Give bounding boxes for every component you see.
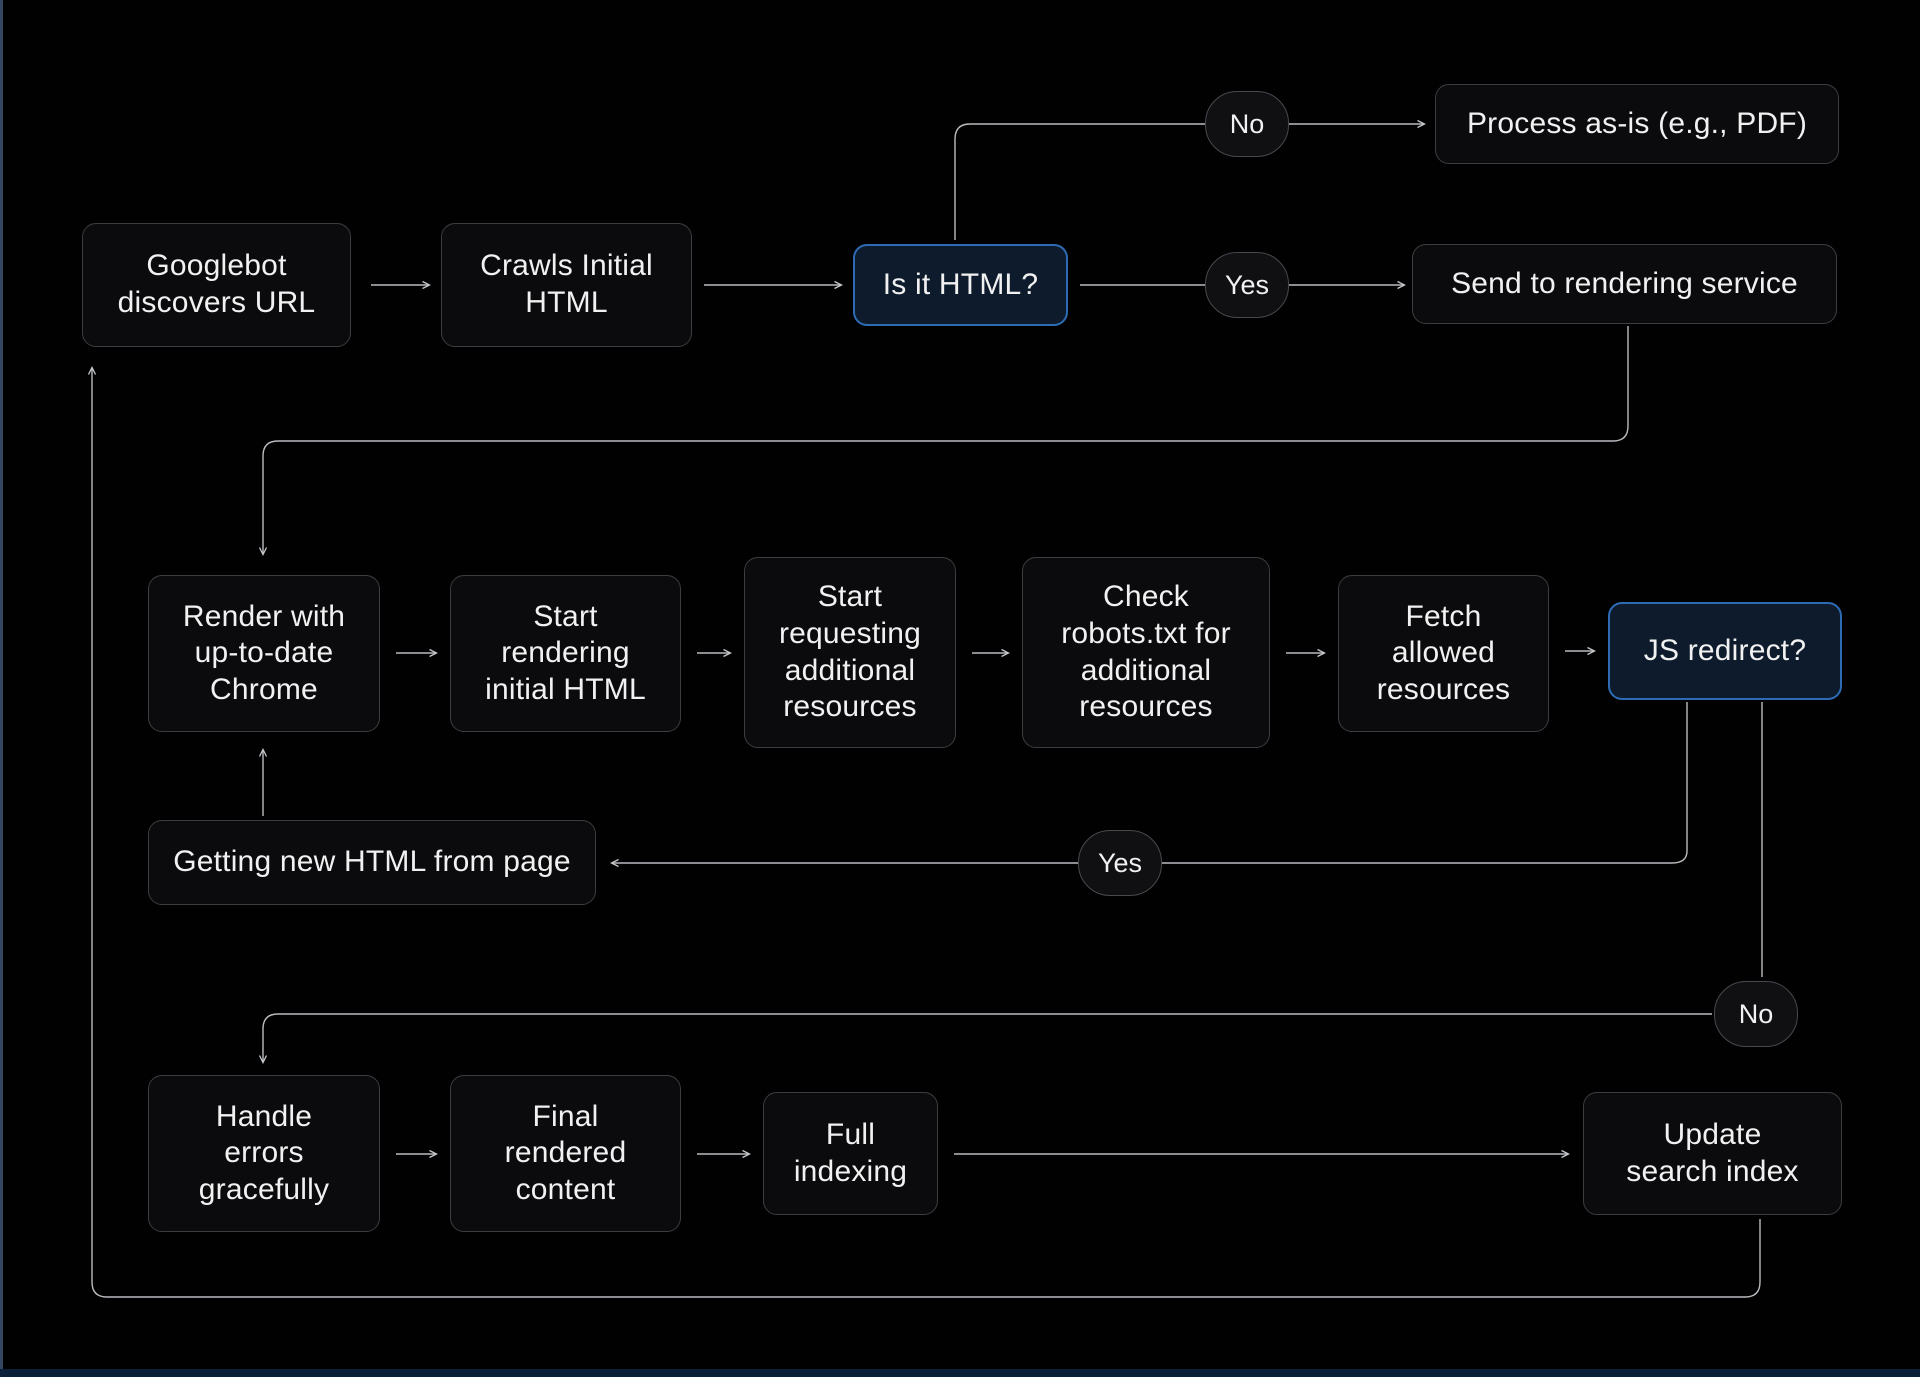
node-handle-errors: Handle errors gracefully: [148, 1075, 380, 1232]
node-final-rendered-content: Final rendered content: [450, 1075, 681, 1232]
pill-yes-top: Yes: [1205, 252, 1289, 318]
pill-no-right: No: [1714, 981, 1798, 1047]
node-full-indexing: Full indexing: [763, 1092, 938, 1215]
edge-no-pill-to-handle-errors: [258, 1013, 1712, 1064]
node-update-search-index: Update search index: [1583, 1092, 1842, 1215]
node-process-as-is: Process as-is (e.g., PDF): [1435, 84, 1839, 164]
node-render-with-chrome: Render with up-to-date Chrome: [148, 575, 380, 732]
node-start-rendering-initial-html: Start rendering initial HTML: [450, 575, 681, 732]
pill-yes-mid: Yes: [1078, 830, 1162, 896]
edge-send-to-render-chrome: [258, 326, 1629, 556]
node-check-robots-txt: Check robots.txt for additional resource…: [1022, 557, 1270, 748]
window-bottom-edge: [0, 1369, 1920, 1377]
edge-js-redirect-yes-to-getting-html: [610, 702, 1688, 868]
node-getting-new-html: Getting new HTML from page: [148, 820, 596, 905]
node-googlebot-discovers-url: Googlebot discovers URL: [82, 223, 351, 347]
node-start-requesting-resources: Start requesting additional resources: [744, 557, 956, 748]
node-fetch-allowed-resources: Fetch allowed resources: [1338, 575, 1549, 732]
window-left-edge: [0, 0, 3, 1377]
node-js-redirect-decision: JS redirect?: [1608, 602, 1842, 700]
pill-no-top: No: [1205, 91, 1289, 157]
node-send-to-rendering-service: Send to rendering service: [1412, 244, 1837, 324]
node-is-it-html-decision: Is it HTML?: [853, 244, 1068, 326]
node-crawls-initial-html: Crawls Initial HTML: [441, 223, 692, 347]
edge-update-loop-to-googlebot: [87, 366, 1761, 1298]
edge-is-it-html-no-to-process: [954, 119, 1426, 240]
